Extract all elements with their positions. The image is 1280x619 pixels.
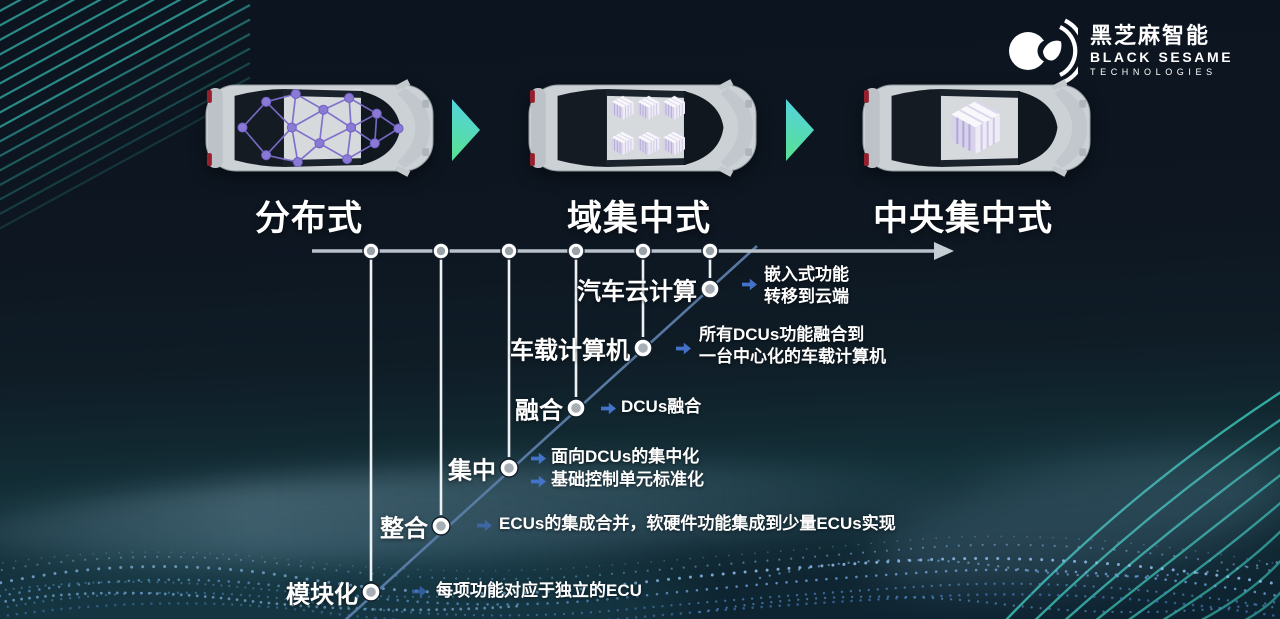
stage-label-onboard-computer: 车载计算机 [510,337,630,365]
timeline-dots [362,242,719,260]
stage-note-centralization-2: 基础控制单元标准化 [551,470,704,489]
stage-connectors [369,252,712,581]
logo-name-en: BLACK SESAME [1090,49,1234,65]
note-arrow-icon [412,585,427,598]
particle-waves [0,535,1280,619]
timeline-axis [312,242,954,260]
stage-note-onboard-computer: 所有DCUs功能融合到 一台中心化的车载计算机 [699,324,886,368]
note-line: 一台中心化的车载计算机 [699,347,886,366]
note-arrow-icon [531,452,546,465]
stage-dots [361,279,720,602]
stage-label-integration: 整合 [380,515,428,543]
note-line: 所有DCUs功能融合到 [699,325,865,344]
black-sesame-logo-icon [1009,18,1078,84]
timeline-arrowhead [934,242,954,260]
stage-label-automotive-cloud: 汽车云计算 [577,278,697,306]
stage-note-fusion: DCUs融合 [621,397,702,416]
stage-note-integration: ECUs的集成合并，软硬件功能集成到少量ECUs实现 [499,514,896,533]
note-arrow-icon [676,342,691,355]
stage-note-modular: 每项功能对应于独立的ECU [436,581,642,600]
stage-note-centralization-1: 面向DCUs的集中化 [551,447,700,466]
logo-name-en2: TECHNOLOGIES [1090,67,1217,77]
stage-note-automotive-cloud: 嵌入式功能 转移到云端 [764,264,849,308]
diagonal-trend-line [344,245,758,619]
ecu-network-overlay [237,88,404,168]
arch-label-central-centralized: 中央集中式 [872,199,1054,238]
logo-name-cn: 黑芝麻智能 [1090,23,1211,48]
stage-label-modular: 模块化 [286,581,358,609]
note-line: 转移到云端 [764,287,849,306]
note-arrow-icon [601,402,616,415]
note-arrow-icon [742,278,757,291]
note-arrow-icon [531,475,546,488]
black-sesame-logo: 黑芝麻智能 BLACK SESAME TECHNOLOGIES [1006,18,1233,84]
note-line: 嵌入式功能 [764,265,849,284]
distributed-ecu-car-illustration [205,78,434,178]
arch-label-domain-centralized: 域集中式 [566,199,712,238]
stage-label-fusion: 融合 [515,397,563,425]
note-arrow-icon [477,519,492,532]
topleft-stripes [0,0,251,230]
stage-label-centralization: 集中 [448,457,496,485]
arch-label-distributed: 分布式 [254,199,364,238]
